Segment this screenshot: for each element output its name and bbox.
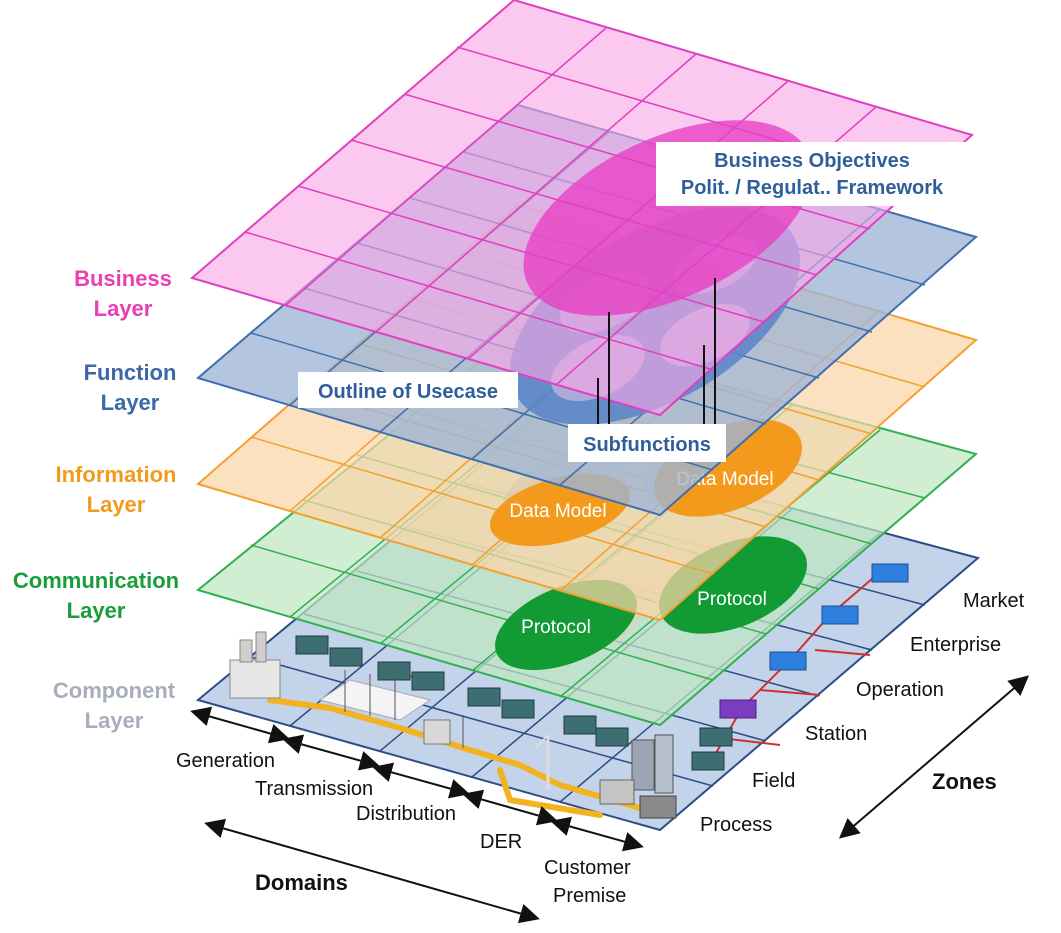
outline-usecase-text: Outline of Usecase (318, 381, 498, 403)
device-block (377, 661, 411, 681)
component-layer-label-2: Layer (85, 708, 144, 733)
zone-operation: Operation (856, 679, 944, 701)
component-devices (295, 635, 733, 771)
business-objectives-text: Business Objectives (714, 150, 910, 172)
domain-generation: Generation (176, 750, 275, 772)
distribution-transformer-icon (423, 715, 464, 748)
regulatory-framework-text: Polit. / Regulat.. Framework (681, 177, 944, 199)
communication-layer-label-1: Communication (13, 568, 179, 593)
zone-labels: Process Field Station Operation Enterpri… (700, 590, 1025, 836)
component-layer-label-1: Component (53, 678, 176, 703)
zone-enterprise: Enterprise (910, 634, 1001, 656)
domain-segment-arrows (190, 706, 644, 924)
data-model-label-1: Data Model (509, 501, 606, 522)
domain-customer: Customer (544, 857, 631, 879)
domain-distribution: Distribution (356, 803, 456, 825)
function-layer-label-1: Function (84, 360, 177, 385)
operation-device (769, 651, 807, 671)
device-block (595, 727, 629, 747)
zone-devices (719, 563, 909, 719)
subfunctions-callout: Subfunctions (568, 424, 726, 462)
zone-process: Process (700, 814, 772, 836)
subfunctions-text: Subfunctions (583, 434, 711, 456)
customer-premise-building-icon (599, 734, 677, 819)
zone-station: Station (805, 723, 867, 745)
domain-premise: Premise (553, 885, 626, 907)
device-block (329, 647, 363, 667)
market-device (871, 563, 909, 583)
business-layer-label-2: Layer (94, 296, 153, 321)
zone-market: Market (963, 590, 1025, 612)
zones-axis-arrow (838, 675, 1030, 839)
domain-transmission: Transmission (255, 778, 373, 800)
device-block (501, 699, 535, 719)
generation-plant-icon (229, 631, 281, 699)
zones-axis-title: Zones (932, 769, 997, 794)
device-block (563, 715, 597, 735)
information-layer-label-1: Information (56, 462, 177, 487)
zone-field: Field (752, 770, 795, 792)
enterprise-device (821, 605, 859, 625)
device-block (467, 687, 501, 707)
information-layer-label-2: Layer (87, 492, 146, 517)
device-block (691, 751, 725, 771)
der-windturbine-icon (535, 734, 550, 790)
device-block (295, 635, 329, 655)
function-layer-label-2: Layer (101, 390, 160, 415)
subfunction-connectors (597, 278, 716, 428)
protocol-label-1: Protocol (521, 617, 591, 638)
domain-labels: Generation Transmission Distribution DER… (176, 750, 631, 907)
station-device (719, 699, 757, 719)
business-objectives-callout: Business Objectives Polit. / Regulat.. F… (656, 142, 968, 206)
transmission-substation-icon (318, 670, 432, 721)
device-block (411, 671, 445, 691)
layer-labels: Business Layer Function Layer Informatio… (13, 266, 179, 733)
domain-der: DER (480, 831, 522, 853)
domains-axis-title: Domains (255, 870, 348, 895)
communication-layer-label-2: Layer (67, 598, 126, 623)
device-block (699, 727, 733, 747)
outline-usecase-callout: Outline of Usecase (298, 372, 518, 408)
protocol-label-2: Protocol (697, 589, 767, 610)
business-layer-label-1: Business (74, 266, 172, 291)
